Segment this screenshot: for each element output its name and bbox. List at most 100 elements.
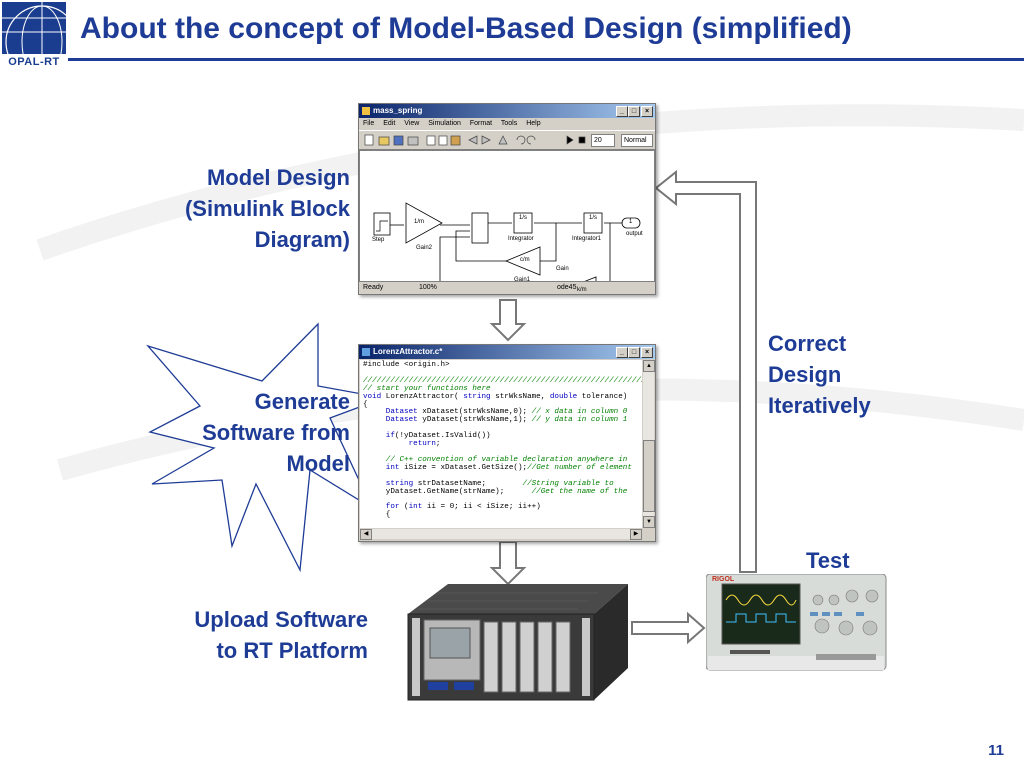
code-token: (!yDataset.IsValid()) <box>394 432 491 441</box>
arrow-down-1 <box>489 299 527 342</box>
code-text-area[interactable]: #include <origin.h> ////////////////////… <box>360 360 642 528</box>
start-simulation-icon <box>566 135 574 145</box>
menu-view[interactable]: View <box>404 120 420 127</box>
code-editor-window-title: LorenzAttractor.c* <box>373 347 443 356</box>
integrator-block <box>513 212 533 234</box>
output-port-number: 1 <box>629 219 633 225</box>
gain1-label: Gain1 <box>514 277 531 283</box>
opal-rt-logo: OPAL-RT <box>0 0 79 79</box>
code-token: string <box>385 479 414 488</box>
editor-minimize-button[interactable]: _ <box>616 347 628 358</box>
vertical-scrollbar[interactable]: ▲ ▼ <box>643 360 655 528</box>
code-token <box>363 480 386 488</box>
label-correct: Correct Design Iteratively <box>768 331 871 418</box>
open-icon <box>378 136 390 146</box>
simulink-window[interactable]: mass_spring _ □ × File Edit View Simulat… <box>358 103 656 295</box>
slide-title: About the concept of Model-Based Design … <box>80 12 852 45</box>
code-token: strDatasetName; <box>413 479 523 488</box>
menu-format[interactable]: Format <box>469 120 493 127</box>
output-label: output <box>626 231 643 237</box>
code-token: int <box>408 503 423 512</box>
code-line: { <box>363 401 642 410</box>
simulink-window-title: mass_spring <box>373 106 423 115</box>
menu-file[interactable]: File <box>363 120 375 127</box>
stop-time-input[interactable]: 20 <box>591 134 615 147</box>
scroll-down-icon[interactable]: ▼ <box>643 516 655 528</box>
simulink-canvas[interactable]: Step 1/m Gain2 1/s Integrator 1/s Integr… <box>359 150 655 293</box>
rt-platform-image <box>407 584 628 701</box>
new-icon <box>364 134 374 146</box>
page-number: 11 <box>988 742 1004 759</box>
integrator-label: Integrator <box>508 236 534 242</box>
code-token: Dataset <box>385 416 418 425</box>
code-line: yDataset.GetName(strName); //Get the nam… <box>363 487 642 497</box>
editor-maximize-button[interactable]: □ <box>628 347 640 358</box>
menu-edit[interactable]: Edit <box>383 120 396 127</box>
simulink-titlebar[interactable]: mass_spring _ □ × <box>359 104 655 118</box>
logo-text: OPAL-RT <box>8 56 60 68</box>
copy-icon <box>438 135 448 146</box>
code-token: LorenzAttractor( <box>381 392 464 401</box>
arrow-down-2 <box>489 541 527 586</box>
code-line: string strDatasetName; //String variable… <box>363 479 642 489</box>
code-token: return <box>408 440 436 449</box>
menu-simulation[interactable]: Simulation <box>428 120 461 127</box>
gain1-block <box>504 246 541 276</box>
close-button[interactable]: × <box>641 106 653 117</box>
oscilloscope-brand: RIGOL <box>712 576 735 583</box>
code-token: ////////////////////////////////////////… <box>363 376 642 385</box>
scroll-thumb[interactable] <box>643 440 655 512</box>
forward-icon <box>481 135 491 145</box>
code-token <box>363 440 409 448</box>
maximize-button[interactable]: □ <box>628 106 640 117</box>
code-token: { <box>363 511 391 520</box>
generate-starburst <box>146 322 387 573</box>
step-label: Step <box>372 237 385 243</box>
code-token: // start your functions here <box>363 384 491 393</box>
stop-simulation-icon <box>578 136 586 144</box>
status-zoom: 100% <box>419 284 437 291</box>
arrow-feedback <box>658 184 746 572</box>
scroll-up-icon[interactable]: ▲ <box>643 360 655 372</box>
code-token: yDataset(strWksName,1); <box>417 416 532 425</box>
editor-close-button[interactable]: × <box>641 347 653 358</box>
code-line: #include <origin.h> <box>363 361 642 370</box>
simulink-menubar: File Edit View Simulation Format Tools H… <box>359 118 655 130</box>
code-token <box>363 456 386 464</box>
code-line: void LorenzAttractor( string strWksName,… <box>363 392 642 402</box>
integrator1-value: 1/s <box>589 215 598 221</box>
gain2-value: 1/m <box>414 219 425 225</box>
horizontal-scrollbar[interactable]: ◀ ▶ <box>360 529 642 540</box>
arrow-right <box>631 611 706 645</box>
code-line: Dataset yDataset(strWksName,1); // y dat… <box>363 416 642 425</box>
scroll-left-icon[interactable]: ◀ <box>360 529 372 540</box>
scroll-right-icon[interactable]: ▶ <box>630 529 642 540</box>
menu-help[interactable]: Help <box>526 120 541 127</box>
code-token: int <box>385 463 400 472</box>
code-editor-titlebar[interactable]: LorenzAttractor.c* _ □ × <box>359 345 655 359</box>
gain2-label: Gain2 <box>416 245 433 251</box>
code-token: yDataset.GetName(strName); <box>363 487 532 496</box>
code-token <box>363 424 368 432</box>
code-token: void <box>363 392 382 401</box>
back-icon <box>468 135 478 145</box>
gain-block <box>584 276 597 281</box>
code-line: if(!yDataset.IsValid()) <box>363 432 642 441</box>
save-icon <box>393 135 404 146</box>
simulation-mode-select[interactable]: Normal <box>621 134 653 147</box>
minimize-button[interactable]: _ <box>616 106 628 117</box>
menu-tools[interactable]: Tools <box>500 120 518 127</box>
title-rule <box>68 58 1024 61</box>
integrator1-label: Integrator1 <box>572 236 602 242</box>
print-icon <box>407 136 419 146</box>
code-token: //Get number of element <box>527 463 632 472</box>
code-lines: #include <origin.h> ////////////////////… <box>360 360 642 520</box>
code-token: // x data in column 0 <box>531 408 628 417</box>
gain2-block <box>405 202 443 244</box>
sum-block <box>471 212 489 244</box>
code-token: Dataset <box>385 408 418 417</box>
code-editor-window[interactable]: LorenzAttractor.c* _ □ × #include <origi… <box>358 344 656 542</box>
code-token: iSize = xDataset.GetSize(); <box>399 463 528 472</box>
code-token: strWksName, <box>490 392 550 401</box>
code-token: if <box>385 432 395 441</box>
